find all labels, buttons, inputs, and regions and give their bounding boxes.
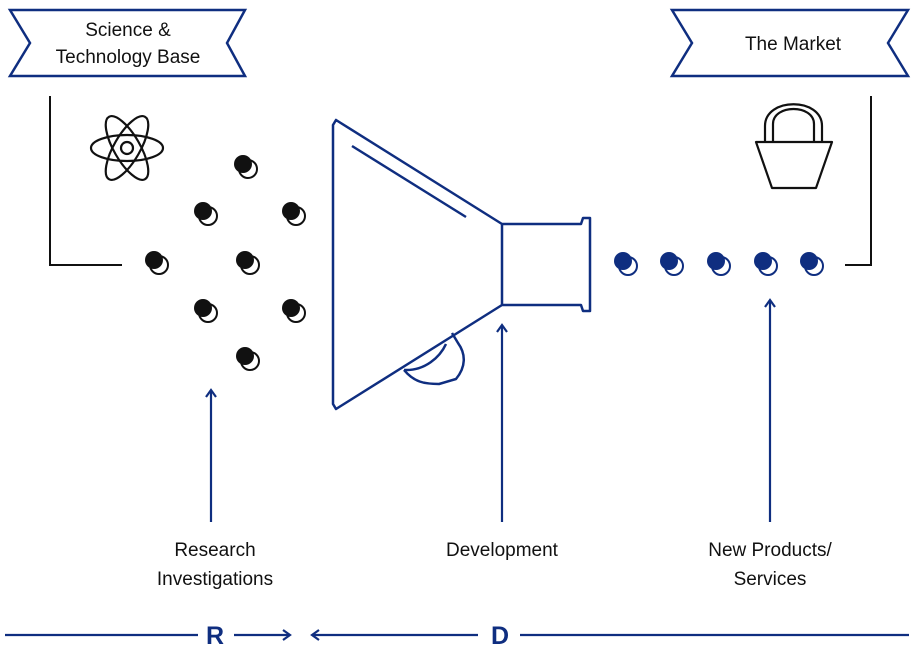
r-arrow — [234, 629, 292, 641]
product-dot — [800, 252, 824, 276]
research-label-line2: Investigations — [157, 569, 273, 590]
banner-left-line1: Science & — [85, 20, 171, 41]
research-dot — [194, 299, 218, 323]
banner-left-line2: Technology Base — [56, 47, 201, 68]
research-dot — [234, 155, 258, 179]
development-label: Development — [446, 540, 559, 561]
research-dot — [236, 251, 260, 275]
banner-right-label: The Market — [745, 34, 842, 55]
product-dots — [614, 252, 824, 276]
product-dot — [660, 252, 684, 276]
d-letter: D — [491, 622, 509, 648]
research-arrow — [205, 388, 217, 522]
research-dot — [194, 202, 218, 226]
right-bracket-line — [845, 96, 872, 266]
research-dot — [145, 251, 169, 275]
product-dot — [614, 252, 638, 276]
rd-axis: R D — [5, 622, 909, 648]
research-dot — [236, 347, 260, 371]
megaphone-funnel-icon — [331, 118, 592, 411]
product-dot — [707, 252, 731, 276]
left-bracket-line — [49, 96, 122, 266]
products-label-line2: Services — [734, 569, 807, 590]
d-arrow — [310, 629, 478, 641]
r-letter: R — [206, 622, 224, 648]
research-label-line1: Research — [174, 540, 255, 561]
atom-icon — [89, 115, 165, 181]
research-dot — [282, 299, 306, 323]
shopping-basket-icon — [754, 103, 834, 190]
market-banner: The Market — [669, 8, 911, 78]
products-label-line1: New Products/ — [708, 540, 832, 561]
research-dots — [145, 155, 306, 371]
products-arrow — [764, 298, 776, 522]
research-dot — [282, 202, 306, 226]
product-dot — [754, 252, 778, 276]
development-arrow — [496, 323, 508, 522]
science-technology-banner: Science & Technology Base — [7, 8, 248, 78]
